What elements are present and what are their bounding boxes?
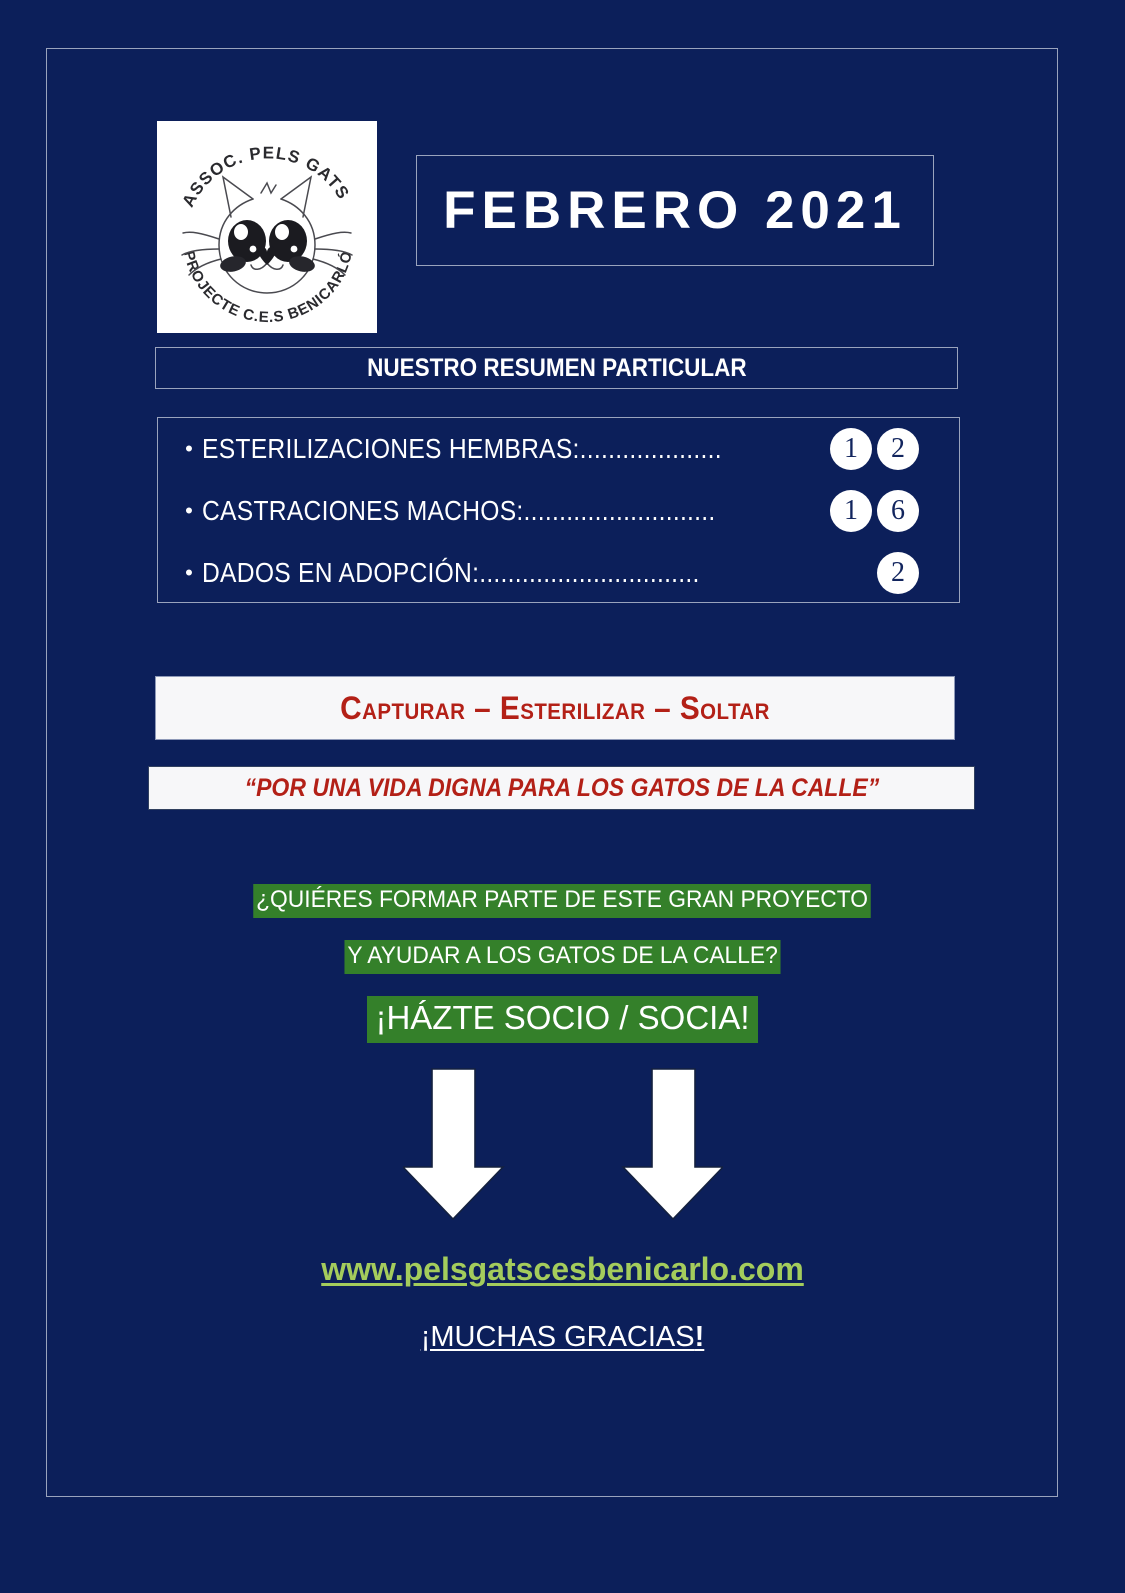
poster-frame [46,48,1058,1497]
stat-digit: 2 [877,428,919,470]
quote-banner: “POR UNA VIDA DIGNA PARA LOS GATOS DE LA… [148,766,975,810]
subtitle-label: NUESTRO RESUMEN PARTICULAR [366,353,747,382]
ces-slogan-text: Capturar – Esterilizar – Soltar [340,689,770,726]
cta-line-3-text: ¡HÁZTE SOCIO / SOCIA! [367,996,758,1043]
bullet-icon: • [185,560,193,585]
stat-digit: 6 [877,490,919,532]
month-title-box: FEBRERO 2021 [416,155,934,266]
stat-digit: 1 [830,490,872,532]
list-item-label: ESTERILIZACIONES HEMBRAS:...............… [202,433,722,464]
list-item-label: DADOS EN ADOPCIÓN:......................… [202,557,700,588]
thanks-exclamation: ! [694,1321,705,1353]
list-item: • ESTERILIZACIONES HEMBRAS:.............… [158,418,961,480]
summary-statistics-box: • ESTERILIZACIONES HEMBRAS:.............… [157,417,960,603]
down-arrow-icon [620,1068,723,1221]
website-link[interactable]: www.pelsgatscesbenicarlo.com [321,1251,804,1287]
cta-line-2: Y AYUDAR A LOS GATOS DE LA CALLE? [0,940,1125,974]
stat-value-group: 2 [877,552,919,594]
arrow-group [0,1067,1125,1227]
organization-logo: ASSOC. PELS GATS PROJECTE C.E.S BENICARL… [157,121,377,333]
stat-digit: 2 [877,552,919,594]
thanks-label: ¡MUCHAS GRACIAS! [421,1321,705,1353]
cta-line-1: ¿QUIÉRES FORMAR PARTE DE ESTE GRAN PROYE… [0,884,1125,918]
stat-value-group: 1 2 [830,428,919,470]
thanks-row: ¡MUCHAS GRACIAS! [0,1321,1125,1354]
bullet-icon: • [185,436,193,461]
thanks-text: ¡MUCHAS GRACIAS [420,1321,695,1353]
stat-digit: 1 [830,428,872,470]
list-item: • DADOS EN ADOPCIÓN:....................… [158,542,961,604]
cta-line-1-text: ¿QUIÉRES FORMAR PARTE DE ESTE GRAN PROYE… [253,884,872,918]
down-arrow-icon [402,1068,505,1221]
stat-value-group: 1 6 [830,490,919,532]
ces-slogan-banner: Capturar – Esterilizar – Soltar [155,676,955,740]
subtitle-box: NUESTRO RESUMEN PARTICULAR [155,347,958,389]
quote-text: “POR UNA VIDA DIGNA PARA LOS GATOS DE LA… [244,773,879,802]
page-title: FEBRERO 2021 [443,181,907,240]
bullet-icon: • [185,498,193,523]
list-item: • CASTRACIONES MACHOS:..................… [158,480,961,542]
cta-line-3: ¡HÁZTE SOCIO / SOCIA! [0,996,1125,1043]
cta-line-2-text: Y AYUDAR A LOS GATOS DE LA CALLE? [344,940,781,974]
website-row: www.pelsgatscesbenicarlo.com [0,1251,1125,1288]
list-item-label: CASTRACIONES MACHOS:....................… [202,495,716,526]
